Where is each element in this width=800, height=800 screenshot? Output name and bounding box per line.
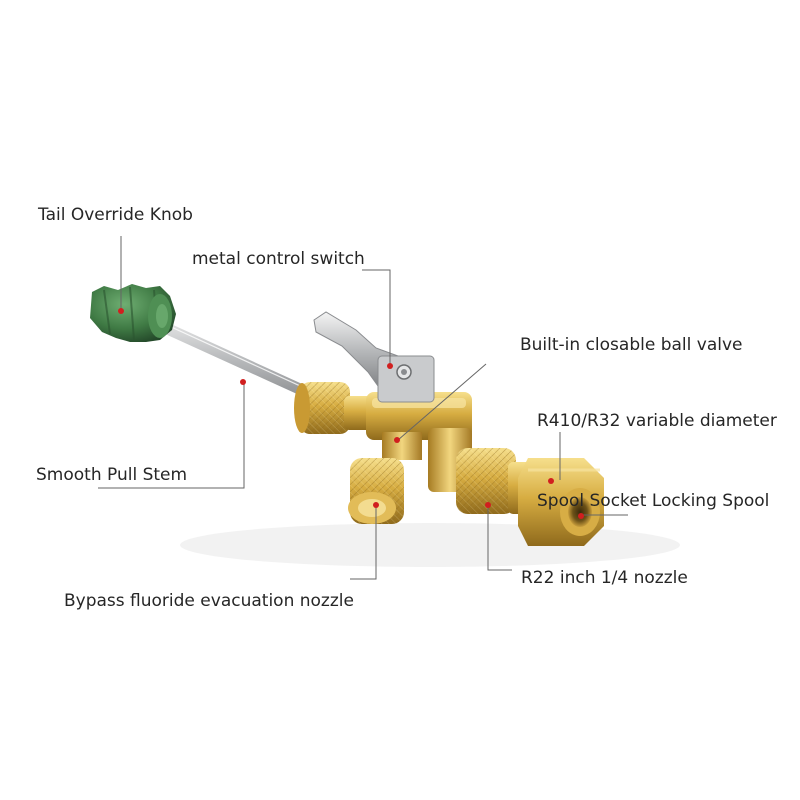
marker-tail-knob xyxy=(118,308,124,314)
label-smooth-pull-stem: Smooth Pull Stem xyxy=(36,465,188,485)
tool-shadow xyxy=(180,523,680,567)
leader-r22 xyxy=(487,506,512,571)
stem-brass-nut xyxy=(294,382,374,434)
marker-ball-valve xyxy=(394,437,400,443)
label-r410-r32-diameter: R410/R32 variable diameter xyxy=(537,411,777,431)
marker-r22 xyxy=(485,502,491,508)
r22-nozzle-graphic xyxy=(428,428,536,514)
leader-metal-switch xyxy=(362,269,391,364)
leader-lines xyxy=(98,236,628,580)
tail-override-knob-graphic xyxy=(90,284,176,342)
leader-bypass xyxy=(350,505,377,580)
marker-metal-switch xyxy=(387,363,393,369)
label-bypass-nozzle: Bypass fluoride evacuation nozzle xyxy=(64,591,354,611)
label-built-in-ball-valve: Built-in closable ball valve xyxy=(520,335,743,355)
marker-spool-socket xyxy=(578,513,584,519)
label-metal-control-switch: metal control switch xyxy=(192,249,365,269)
marker-bypass xyxy=(373,502,379,508)
marker-r410 xyxy=(548,478,554,484)
leader-pull-stem xyxy=(98,382,245,489)
label-r22-nozzle: R22 inch 1/4 nozzle xyxy=(521,568,688,588)
spool-socket-graphic xyxy=(518,458,604,546)
label-tail-override-knob: Tail Override Knob xyxy=(38,205,193,225)
label-spool-socket-locking-spool: Spool Socket Locking Spool xyxy=(537,491,770,511)
marker-pull-stem xyxy=(240,379,246,385)
leader-ball-valve xyxy=(397,363,487,441)
bypass-nozzle-graphic xyxy=(348,432,422,524)
marker-dots xyxy=(118,308,584,519)
